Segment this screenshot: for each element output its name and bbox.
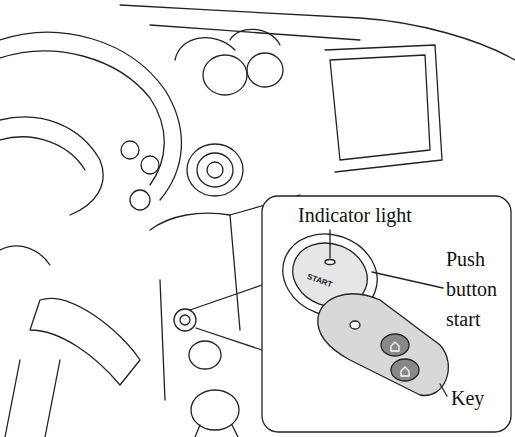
part-label: Key <box>451 386 501 410</box>
part-label: Push button start <box>446 244 508 334</box>
part-label: Indicator light <box>298 203 498 227</box>
